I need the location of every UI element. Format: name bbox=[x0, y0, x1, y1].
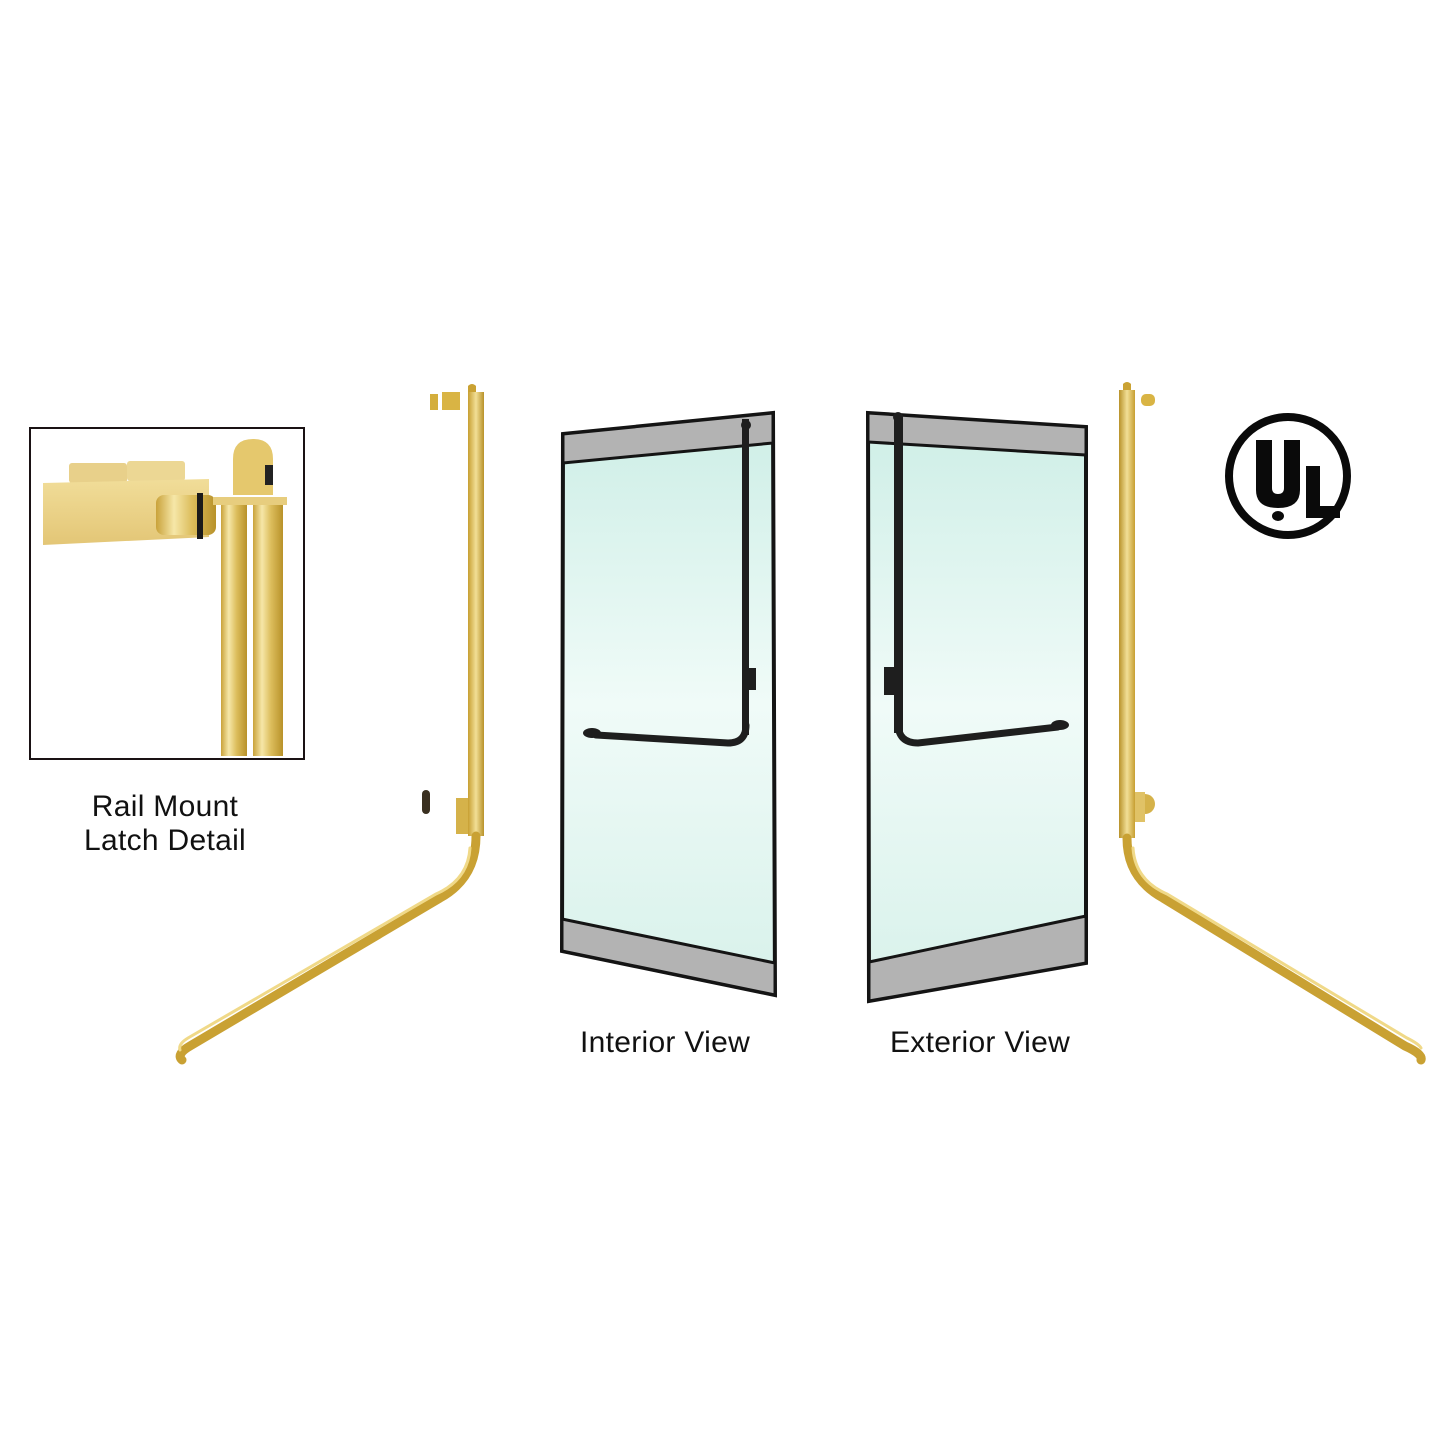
right-push-rail bbox=[1119, 382, 1426, 1065]
latch-detail-illustration bbox=[43, 439, 287, 756]
interior-view-label: Interior View bbox=[579, 1026, 751, 1059]
ul-certification-mark bbox=[1222, 410, 1354, 542]
detail-caption: Rail Mount Latch Detail bbox=[40, 790, 290, 858]
exterior-view-label: Exterior View bbox=[889, 1026, 1071, 1059]
detail-caption-line2: Latch Detail bbox=[83, 824, 247, 857]
latch-detail-inset bbox=[29, 427, 305, 760]
exterior-view-door bbox=[865, 410, 1088, 1004]
interior-view-door bbox=[559, 410, 778, 998]
detail-caption-line1: Rail Mount bbox=[91, 790, 239, 823]
left-push-rail bbox=[175, 384, 484, 1065]
ul-logo-icon bbox=[1225, 413, 1351, 539]
